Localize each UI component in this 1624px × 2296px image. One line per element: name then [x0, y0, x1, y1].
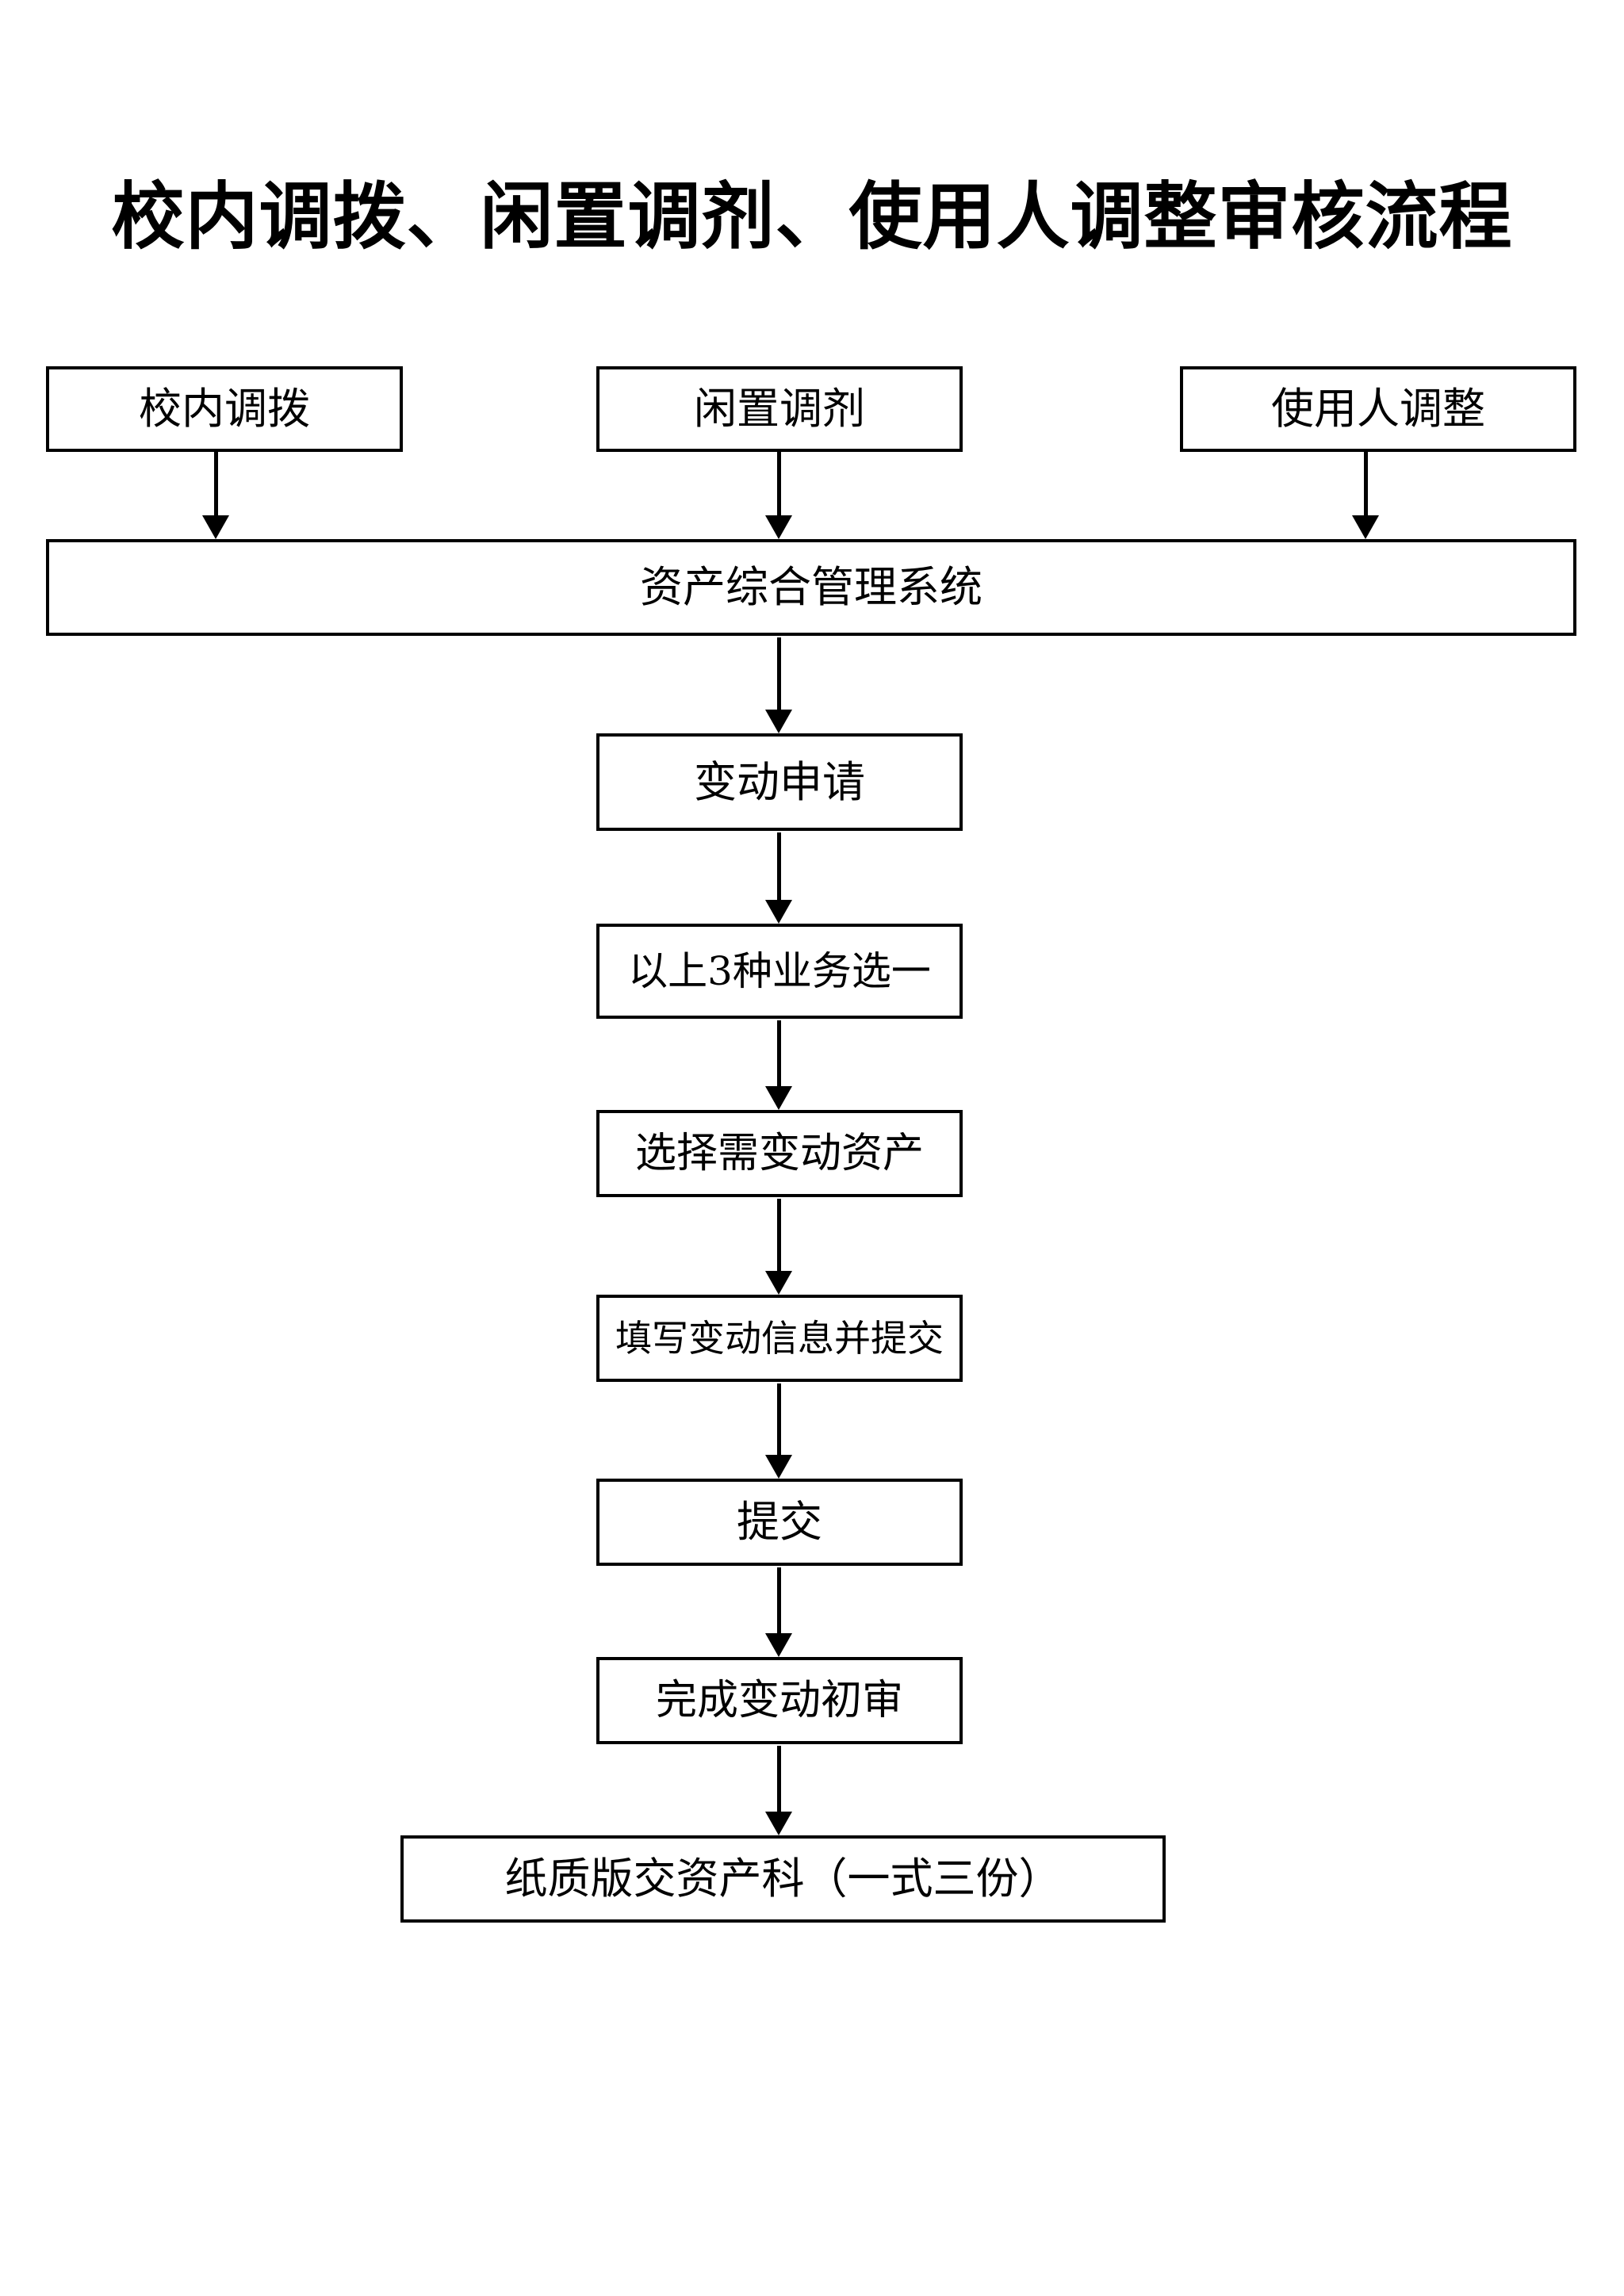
node-complete-first-review[interactable]: 完成变动初审: [596, 1657, 963, 1744]
node-internal-transfer[interactable]: 校内调拨: [46, 366, 403, 452]
node-asset-system[interactable]: 资产综合管理系统: [46, 539, 1576, 636]
node-label: 以上3种业务选一: [628, 948, 931, 994]
node-submit[interactable]: 提交: [596, 1479, 963, 1566]
node-label: 使用人调整: [1271, 384, 1485, 434]
node-label: 变动申请: [694, 756, 865, 807]
node-change-application[interactable]: 变动申请: [596, 733, 963, 831]
node-idle-adjust[interactable]: 闲置调剂: [596, 366, 963, 452]
node-paper-to-asset-office[interactable]: 纸质版交资产科（一式三份）: [400, 1835, 1166, 1923]
node-fill-and-submit[interactable]: 填写变动信息并提交: [596, 1295, 963, 1382]
node-label: 闲置调剂: [694, 384, 865, 434]
node-user-change[interactable]: 使用人调整: [1180, 366, 1576, 452]
node-label: 填写变动信息并提交: [615, 1317, 944, 1360]
node-label: 纸质版交资产科（一式三份）: [504, 1854, 1062, 1904]
node-label: 完成变动初审: [655, 1677, 903, 1724]
node-select-asset[interactable]: 选择需变动资产: [596, 1110, 963, 1197]
node-choose-one-of-three[interactable]: 以上3种业务选一: [596, 924, 963, 1019]
node-label: 校内调拨: [139, 384, 310, 434]
node-label: 选择需变动资产: [634, 1130, 924, 1177]
page-title: 校内调拨、闲置调剂、使用人调整审核流程: [111, 174, 1513, 259]
node-label: 提交: [737, 1497, 822, 1547]
node-label: 资产综合管理系统: [640, 562, 982, 612]
